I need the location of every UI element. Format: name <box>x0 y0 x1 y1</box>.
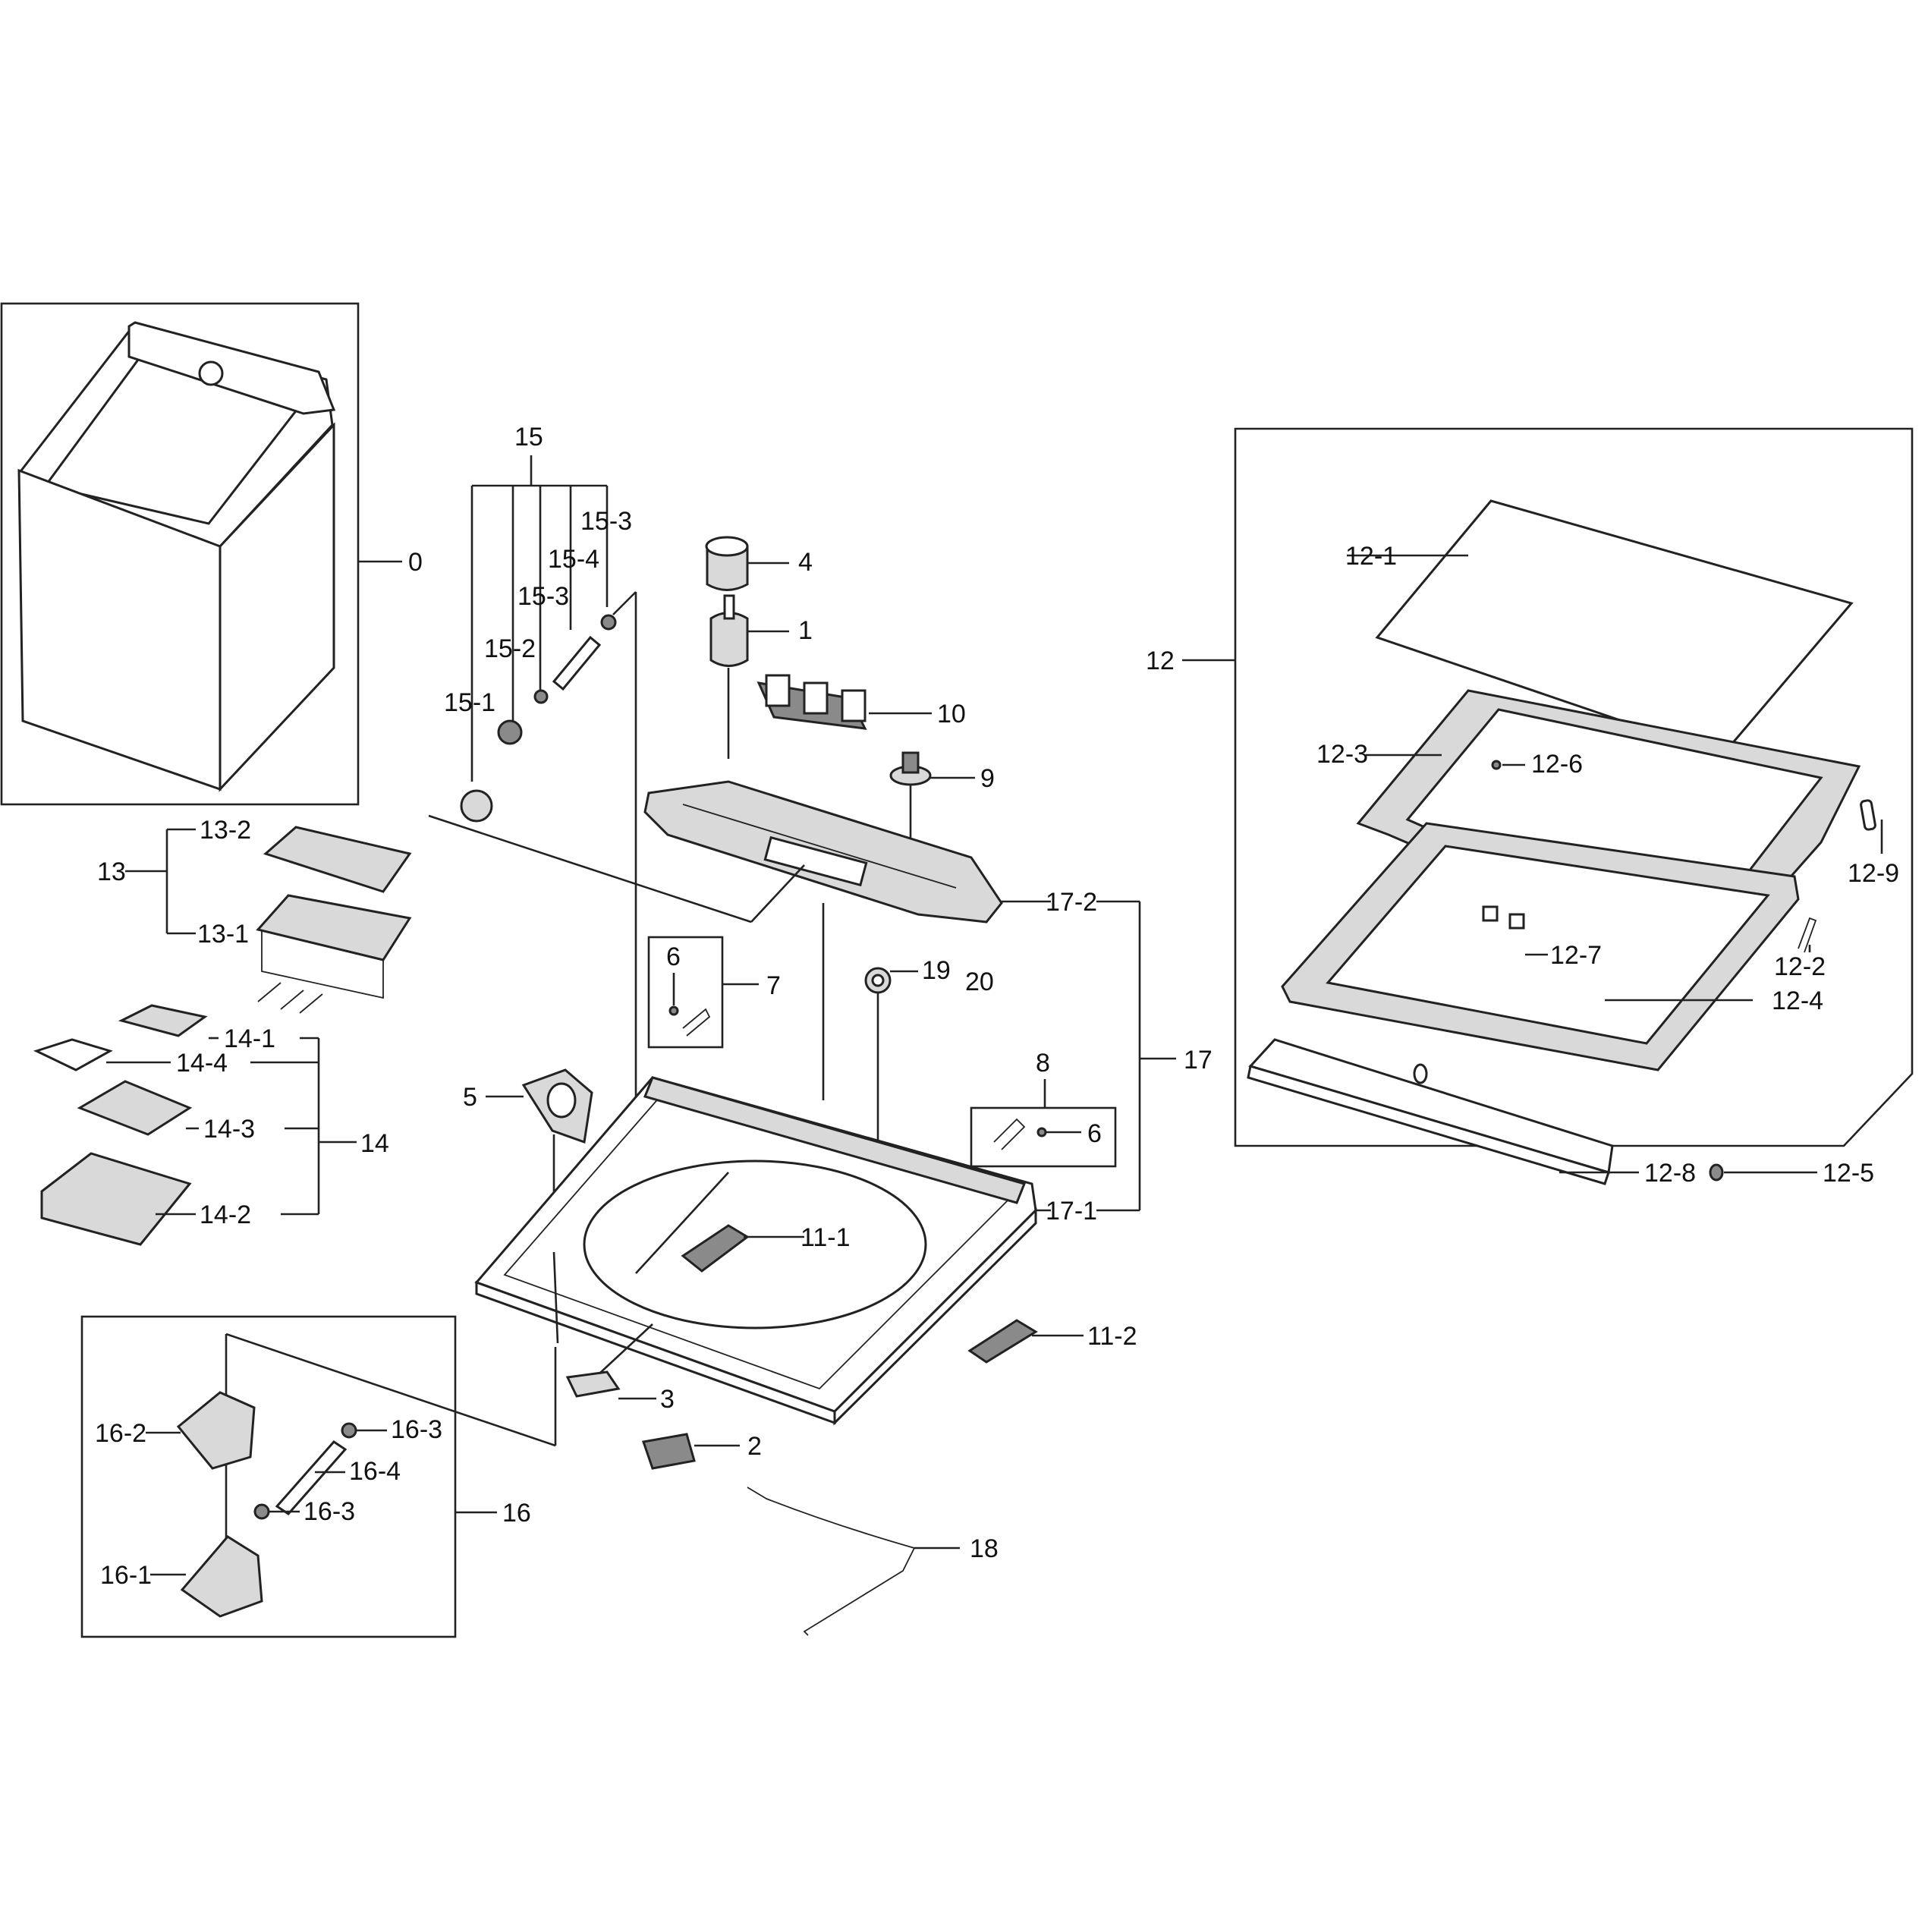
part-11-group: 11-1 11-2 <box>681 1223 1137 1364</box>
label-14-2: 14-2 <box>200 1200 251 1229</box>
label-7: 7 <box>766 971 781 1000</box>
label-14-4: 14-4 <box>176 1049 228 1078</box>
part-14-3-cup <box>77 1080 193 1136</box>
part-2-lock <box>642 1433 696 1470</box>
label-12-3: 12-3 <box>1316 740 1368 769</box>
label-12-8: 12-8 <box>1644 1159 1696 1188</box>
label-12-6: 12-6 <box>1531 750 1583 779</box>
part-15-4-rod <box>552 635 602 691</box>
label-16-4: 16-4 <box>349 1457 401 1486</box>
part-12-9-pin <box>1860 799 1876 831</box>
label-11-1: 11-1 <box>801 1223 851 1252</box>
part-17-bracket: 17 17-1 <box>1036 900 1213 1226</box>
label-12-1: 12-1 <box>1345 542 1397 571</box>
washer-control-panel <box>127 321 336 415</box>
label-14-3: 14-3 <box>203 1115 255 1144</box>
label-1: 1 <box>798 616 813 645</box>
part-14-2-drawer <box>40 1152 192 1246</box>
part-12-frame <box>1234 427 1914 1147</box>
label-5: 5 <box>463 1083 477 1112</box>
label-17-1: 17-1 <box>1046 1197 1097 1226</box>
label-17: 17 <box>1184 1046 1213 1075</box>
label-13-1: 13-1 <box>197 920 249 949</box>
label-14-1: 14-1 <box>224 1024 275 1053</box>
part-15-2-cap <box>497 719 523 745</box>
label-8: 8 <box>1036 1049 1050 1078</box>
label-12-5: 12-5 <box>1823 1159 1874 1188</box>
part-14-4-cap <box>33 1038 113 1071</box>
label-15-4: 15-4 <box>548 545 599 574</box>
label-9: 9 <box>980 764 995 793</box>
part-3-button <box>565 1370 621 1398</box>
label-12-7: 12-7 <box>1550 941 1602 970</box>
part-17-1-top-cover <box>474 1076 1037 1426</box>
part-13-2-cover <box>263 826 412 893</box>
top-cover-opening <box>583 1160 927 1329</box>
part-12-2-hinge-pin <box>1798 917 1817 953</box>
label-16: 16 <box>502 1499 531 1528</box>
part-3-2-18: 3 2 18 <box>565 1323 999 1636</box>
part-12-group: 12 12-1 12-3 12-6 12-9 12-4 12-7 12-2 <box>1146 427 1914 1188</box>
part-16-2-bracket <box>176 1391 256 1470</box>
label-11-2: 11-2 <box>1087 1322 1137 1351</box>
label-6-right: 6 <box>1087 1119 1102 1148</box>
part-12-5-screw <box>1709 1163 1724 1182</box>
label-0: 0 <box>408 548 423 577</box>
part-7-hinge <box>682 1008 711 1037</box>
label-13: 13 <box>97 857 126 886</box>
part-14-group: 14-1 14-4 14-3 14-2 14 <box>33 1004 389 1246</box>
label-16-3-top: 16-3 <box>391 1415 442 1444</box>
part-18-wire <box>747 1487 916 1636</box>
part-15-1-ball <box>460 789 493 823</box>
label-20: 20 <box>965 968 994 996</box>
part-15-group: 15 15-3 15-4 15-3 15-2 15-1 <box>444 423 637 1273</box>
part-16-1-bracket <box>180 1535 263 1618</box>
label-15: 15 <box>514 423 543 452</box>
part-13-group: 13 13-2 13-1 <box>97 816 412 1014</box>
label-15-2: 15-2 <box>484 634 536 663</box>
part-16-group: 16-2 16-3 16-4 16-3 16-1 16 <box>80 1315 557 1638</box>
part-19-20-group: 19 20 <box>864 956 994 1214</box>
part-13-1-housing <box>256 894 412 961</box>
part-1-knob <box>709 612 749 667</box>
label-10: 10 <box>937 700 966 728</box>
washer-side <box>219 422 335 792</box>
part-12-7-clip <box>1482 905 1499 922</box>
label-15-3-top: 15-3 <box>580 507 632 536</box>
label-12-4: 12-4 <box>1772 986 1823 1015</box>
label-18: 18 <box>970 1534 999 1563</box>
label-14: 14 <box>360 1129 389 1158</box>
label-16-3-bottom: 16-3 <box>304 1497 355 1526</box>
label-6-top: 6 <box>666 942 681 971</box>
label-16-2: 16-2 <box>95 1419 146 1448</box>
label-16-1: 16-1 <box>100 1561 152 1590</box>
part-12-1-glass <box>1375 499 1854 757</box>
part-8-group: 8 6 <box>970 1049 1117 1168</box>
part-8-hinge <box>993 1118 1026 1150</box>
part-6-7-group: 6 7 <box>647 936 781 1049</box>
part-17-2-control-housing: 17-2 <box>428 780 1097 1100</box>
part-16-frame <box>80 1315 457 1638</box>
label-12-9: 12-9 <box>1848 859 1899 888</box>
part-0-washer-assembly: 0 <box>0 302 423 806</box>
label-13-2: 13-2 <box>200 816 251 845</box>
label-12-2: 12-2 <box>1774 952 1826 981</box>
part-11-2-latch <box>967 1319 1038 1364</box>
label-17-2: 17-2 <box>1046 888 1097 917</box>
label-2: 2 <box>747 1432 762 1461</box>
label-19: 19 <box>922 956 951 985</box>
part-14-1-tray <box>118 1004 208 1037</box>
label-15-1: 15-1 <box>444 688 495 717</box>
part-4-1-10-9: 4 1 10 9 <box>705 536 995 857</box>
part-8-frame <box>970 1106 1117 1168</box>
label-4: 4 <box>798 548 813 577</box>
part-0-frame <box>0 302 360 806</box>
label-12: 12 <box>1146 647 1175 675</box>
part-7-frame <box>647 936 724 1049</box>
washer-dial <box>198 360 224 386</box>
label-15-3-bottom: 15-3 <box>517 582 569 611</box>
part-12-8-handle <box>1248 1038 1614 1174</box>
label-3: 3 <box>660 1385 675 1414</box>
